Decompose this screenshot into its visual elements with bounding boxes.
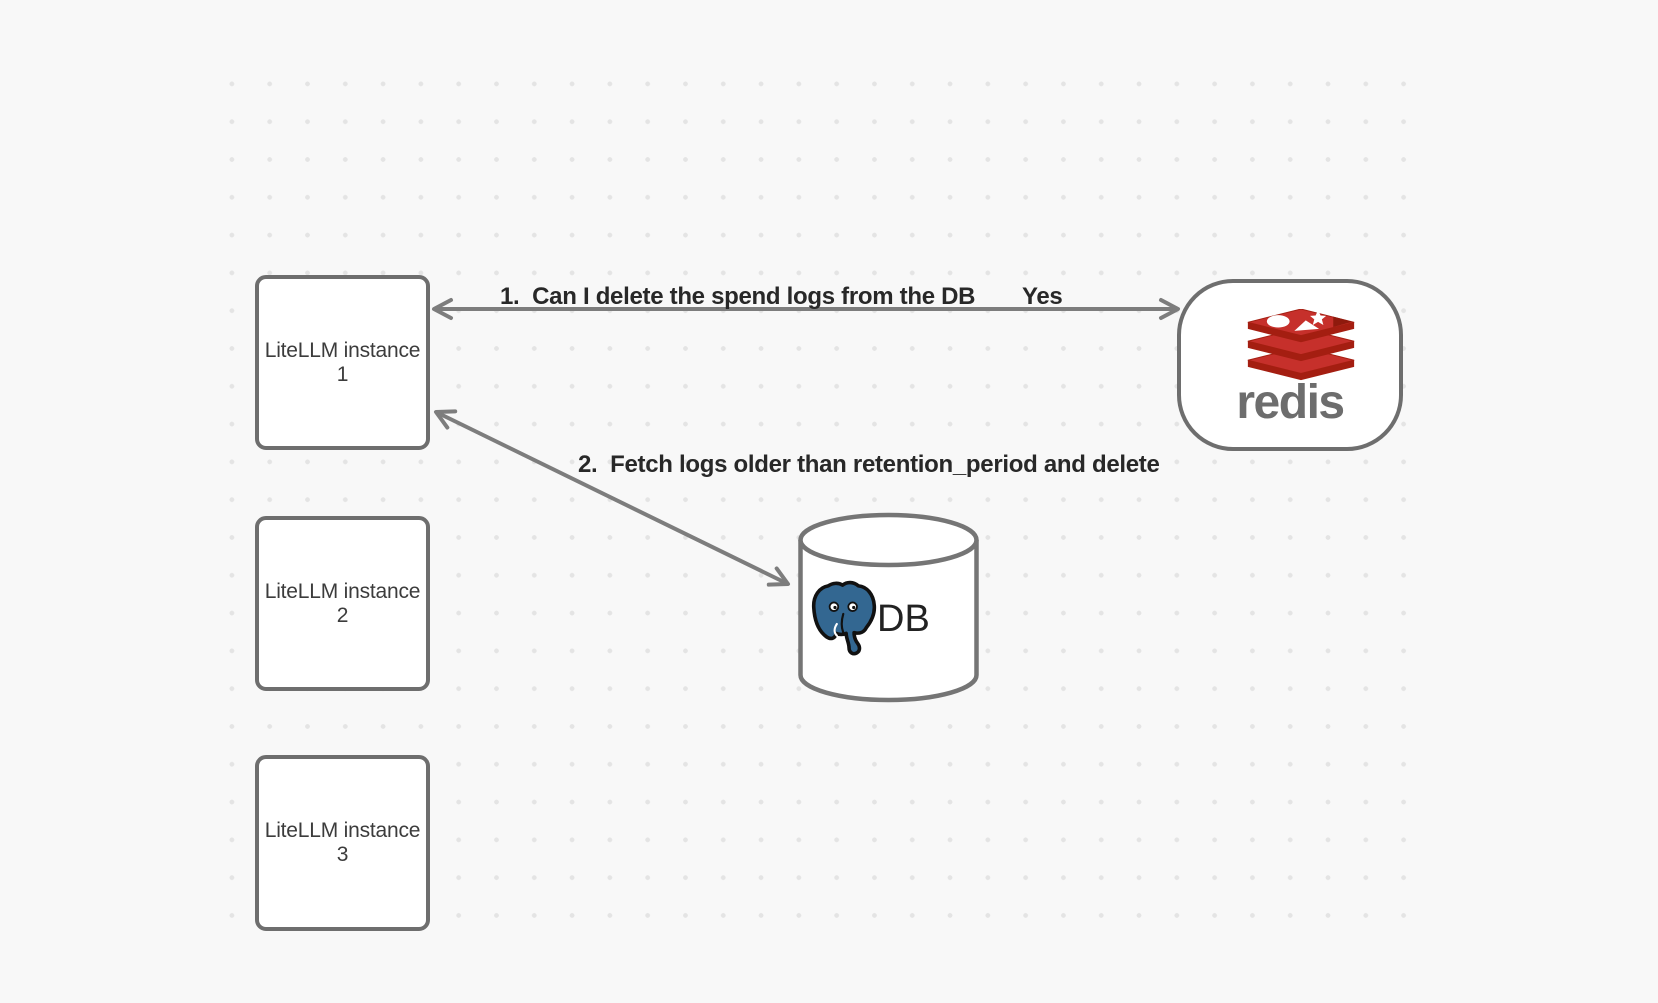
postgresql-elephant-icon xyxy=(811,580,877,656)
db-node-content: DB xyxy=(808,578,943,660)
redis-logo-icon xyxy=(1247,309,1355,381)
arrow-fetch-delete-logs[interactable] xyxy=(434,409,790,587)
db-label: DB xyxy=(877,598,930,640)
database-cylinder[interactable] xyxy=(796,511,981,705)
node-litellm-instance-2-label: LiteLLM instance 2 xyxy=(264,579,421,627)
edge1-label: 1. Can I delete the spend logs from the … xyxy=(500,283,976,310)
node-litellm-instance-3-label: LiteLLM instance 3 xyxy=(264,819,421,866)
redis-wordmark: redis xyxy=(1236,376,1345,429)
node-litellm-instance-1[interactable]: LiteLLM instance 1 xyxy=(255,275,430,450)
node-litellm-instance-1-label: LiteLLM instance 1 xyxy=(264,338,421,386)
edge1-answer-label: Yes xyxy=(1022,283,1063,310)
node-redis[interactable]: redis xyxy=(1177,279,1403,451)
node-litellm-instance-3[interactable]: LiteLLM instance 3 xyxy=(255,755,430,931)
edge2-label: 2. Fetch logs older than retention_perio… xyxy=(578,451,1160,478)
node-litellm-instance-2[interactable]: LiteLLM instance 2 xyxy=(255,516,430,691)
